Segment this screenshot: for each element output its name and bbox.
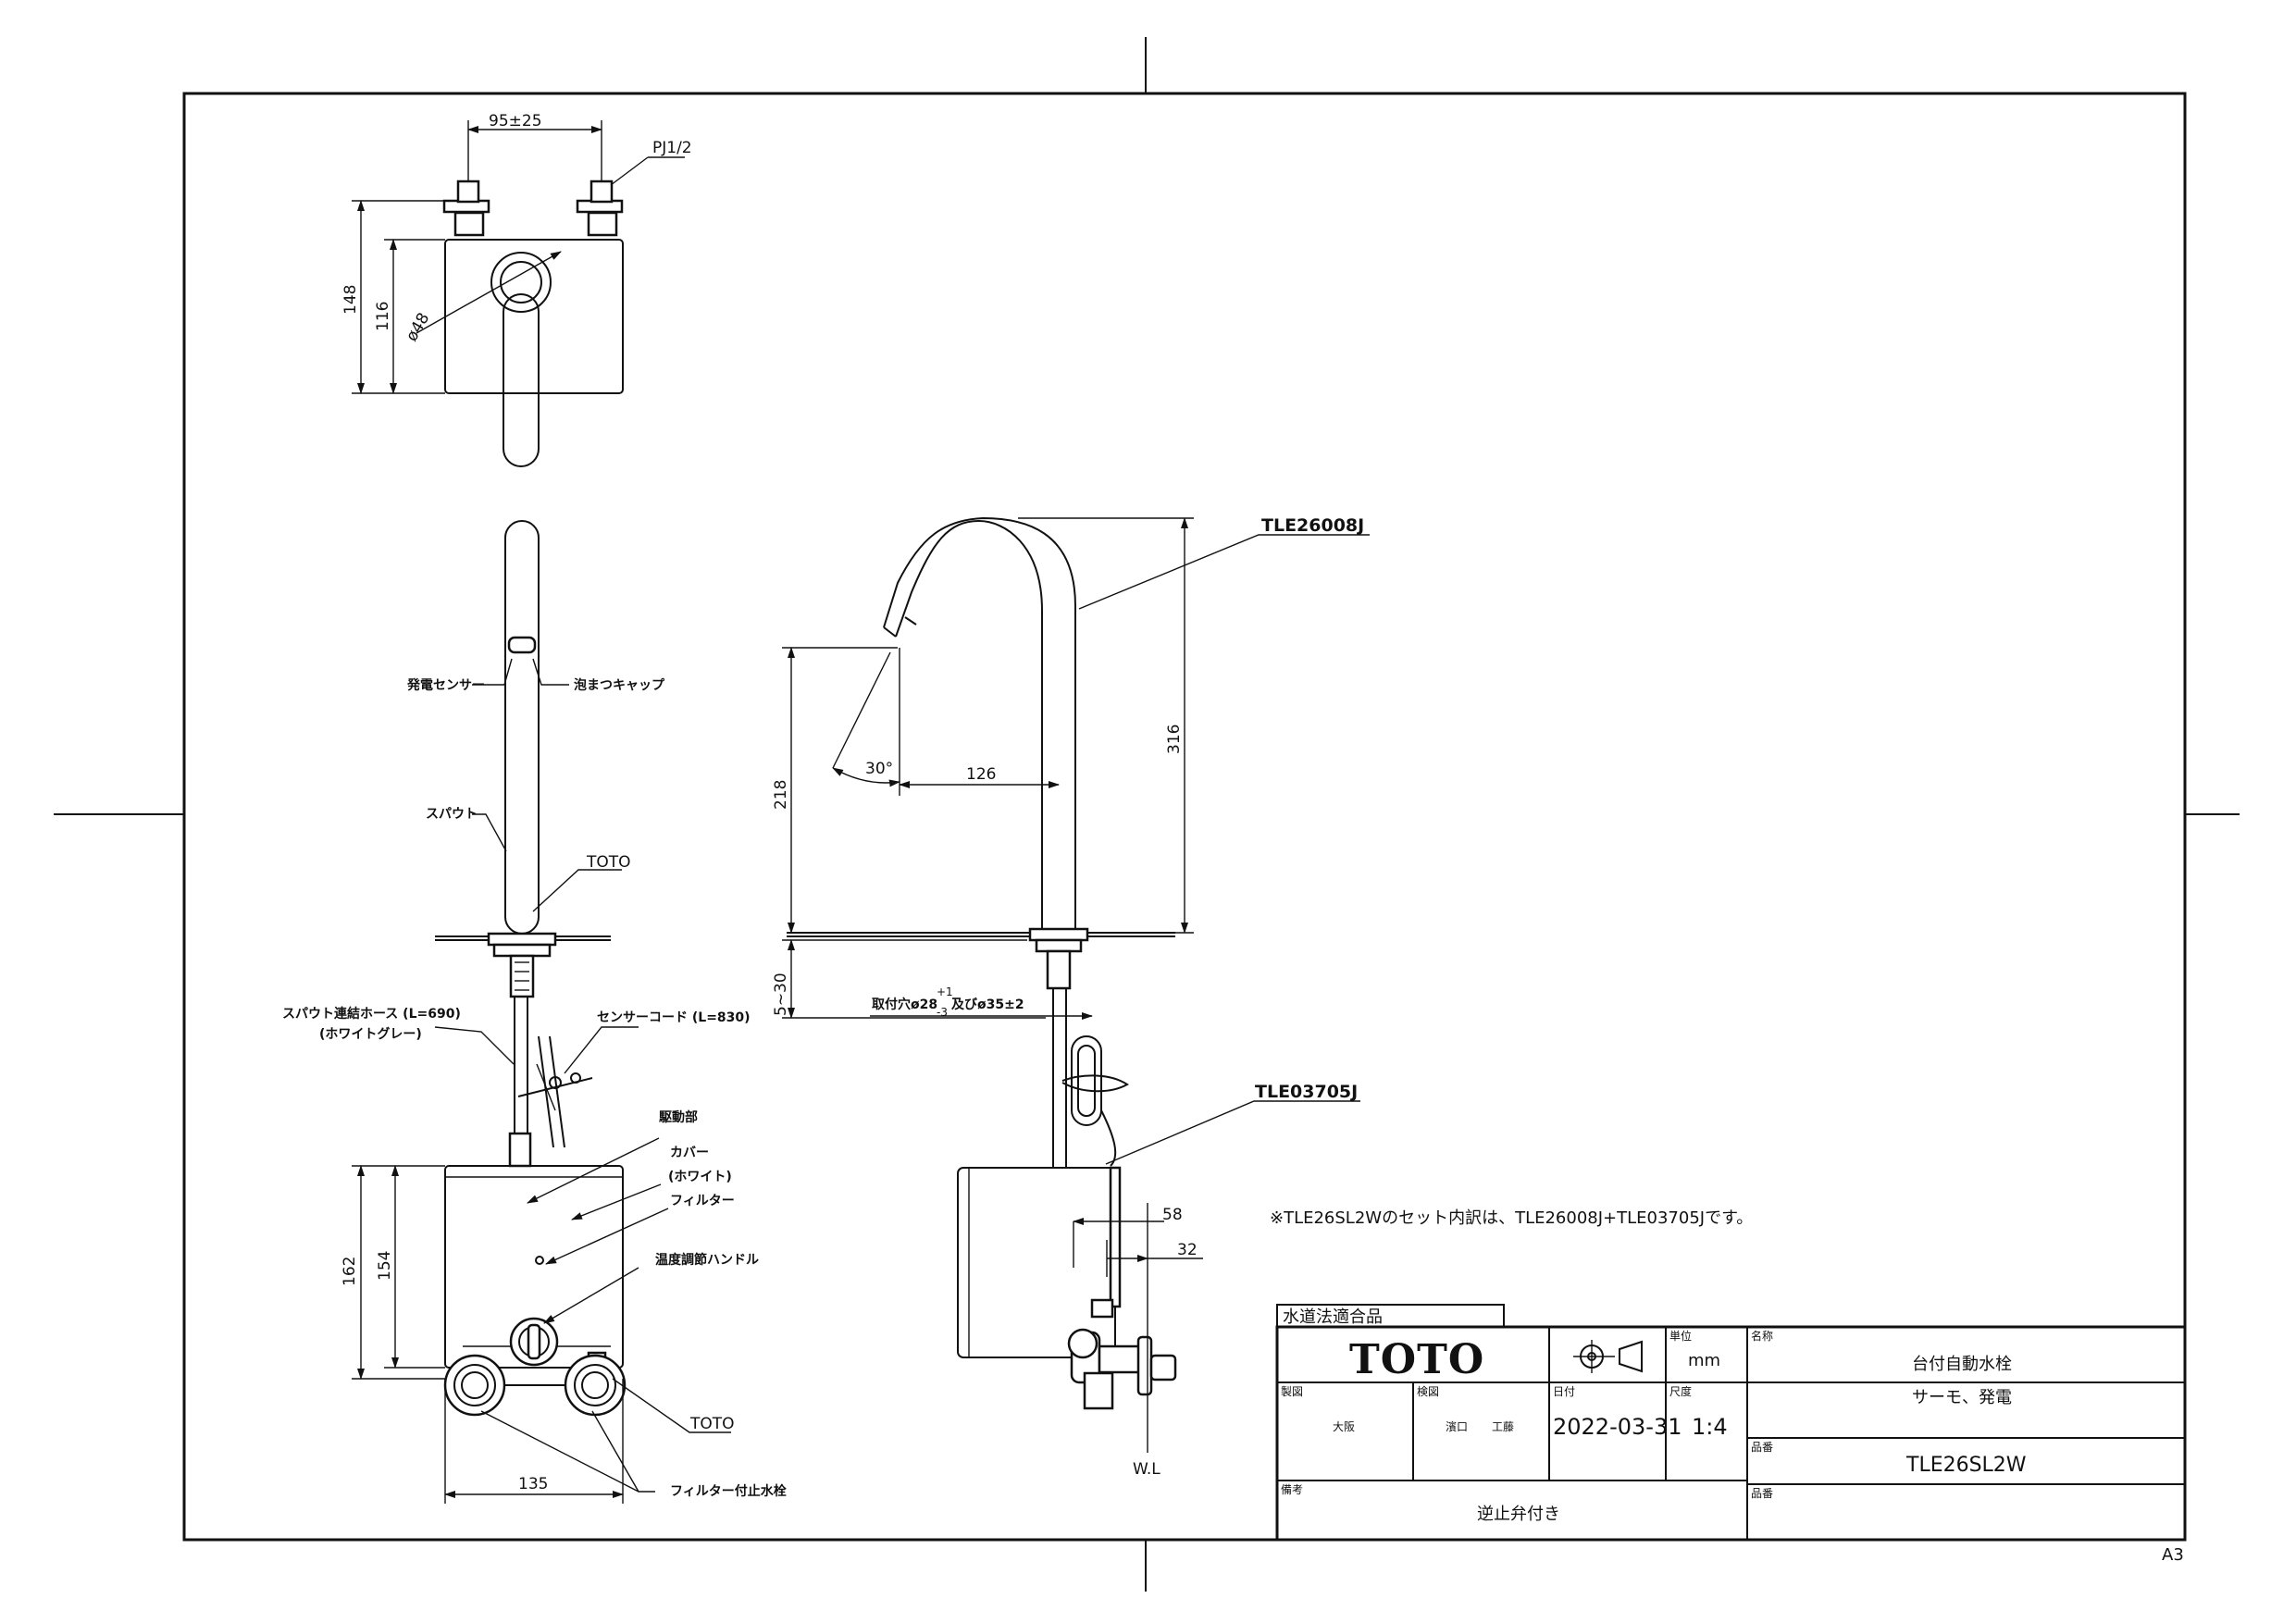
- model-body: TLE03705J: [1255, 1082, 1358, 1102]
- scale-value: 1:4: [1692, 1414, 1728, 1440]
- dim-angle-30: 30°: [865, 760, 893, 778]
- side-view: [782, 516, 1370, 1453]
- top-view: [352, 120, 685, 467]
- label-water-line: W.L: [1133, 1460, 1160, 1479]
- drawn-value: 大阪: [1333, 1420, 1355, 1433]
- dim-hole-tol-minus: -3: [937, 1006, 948, 1019]
- drawn-label: 製図: [1281, 1385, 1303, 1398]
- checked-name-1: 濱口: [1446, 1420, 1468, 1433]
- label-hatsuden-sensor: 発電センサー: [406, 677, 485, 693]
- dim-height-154: 154: [376, 1251, 394, 1281]
- front-view: [352, 520, 731, 1504]
- dim-hole-tol-plus: +1: [937, 985, 953, 998]
- dim-width-58: 58: [1162, 1206, 1183, 1224]
- date-label: 日付: [1553, 1385, 1575, 1398]
- unit-value: mm: [1688, 1351, 1720, 1370]
- label-sensor-cord: センサーコード (L=830): [597, 1010, 751, 1025]
- dim-hole: 取付穴ø28: [872, 997, 937, 1012]
- scale-label: 尺度: [1669, 1384, 1692, 1398]
- date-value: 2022-03-31: [1553, 1414, 1682, 1440]
- dim-height-218: 218: [772, 780, 790, 810]
- dim-diameter-48: ø48: [403, 310, 433, 345]
- name-label: 名称: [1751, 1329, 1773, 1343]
- part-label-2: 品番: [1751, 1487, 1773, 1500]
- paper-size: A3: [2162, 1545, 2184, 1565]
- dim-top-width: 95±25: [489, 112, 542, 130]
- model-spout: TLE26008J: [1261, 515, 1364, 536]
- label-toto-bottom: TOTO: [689, 1415, 735, 1433]
- checked-label: 検図: [1417, 1385, 1439, 1398]
- label-hose-color: (ホワイトグレー): [319, 1026, 422, 1042]
- dim-thread: PJ1/2: [652, 139, 692, 157]
- label-hose: スパウト連結ホース (L=690): [282, 1006, 461, 1022]
- dim-height-148: 148: [341, 285, 360, 315]
- remarks-label: 備考: [1281, 1482, 1303, 1496]
- dim-reach-126: 126: [966, 765, 996, 784]
- label-filter-valve: フィルター付止水栓: [670, 1483, 787, 1499]
- label-drive: 駆動部: [659, 1109, 698, 1125]
- dim-height-316: 316: [1165, 725, 1184, 754]
- label-cover-color: (ホワイト): [668, 1170, 732, 1184]
- dim-hole-tail: 及びø35±2: [951, 997, 1024, 1012]
- dim-width-135: 135: [518, 1475, 548, 1493]
- checked-name-2: 工藤: [1492, 1420, 1514, 1433]
- compliance-label: 水道法適合品: [1283, 1307, 1383, 1327]
- dim-height-116: 116: [374, 302, 392, 331]
- label-filter: フィルター: [670, 1194, 735, 1208]
- part-label: 品番: [1751, 1441, 1773, 1454]
- title-block: [1275, 1304, 2187, 1542]
- set-note: ※TLE26SL2Wのセット内訳は、TLE26008J+TLE03705Jです。: [1270, 1208, 1753, 1228]
- label-temp-handle: 温度調節ハンドル: [655, 1252, 759, 1268]
- dim-width-32: 32: [1177, 1241, 1198, 1259]
- sheet-frame: [54, 37, 2240, 1592]
- dim-deck-range: 5~30: [772, 973, 790, 1016]
- dim-height-162: 162: [341, 1257, 359, 1286]
- name-line-2: サーモ、発電: [1912, 1388, 2012, 1407]
- toto-logo: TOTO: [1349, 1336, 1484, 1383]
- label-awamatsu-cap: 泡まつキャップ: [574, 677, 665, 693]
- label-spout: スパウト: [426, 807, 478, 822]
- label-cover: カバー: [670, 1146, 709, 1160]
- remarks-value: 逆止弁付き: [1477, 1505, 1560, 1524]
- part-value: TLE26SL2W: [1905, 1454, 2027, 1477]
- name-line-1: 台付自動水栓: [1912, 1355, 2012, 1374]
- unit-label: 単位: [1669, 1329, 1692, 1343]
- label-toto-mark: TOTO: [586, 853, 631, 872]
